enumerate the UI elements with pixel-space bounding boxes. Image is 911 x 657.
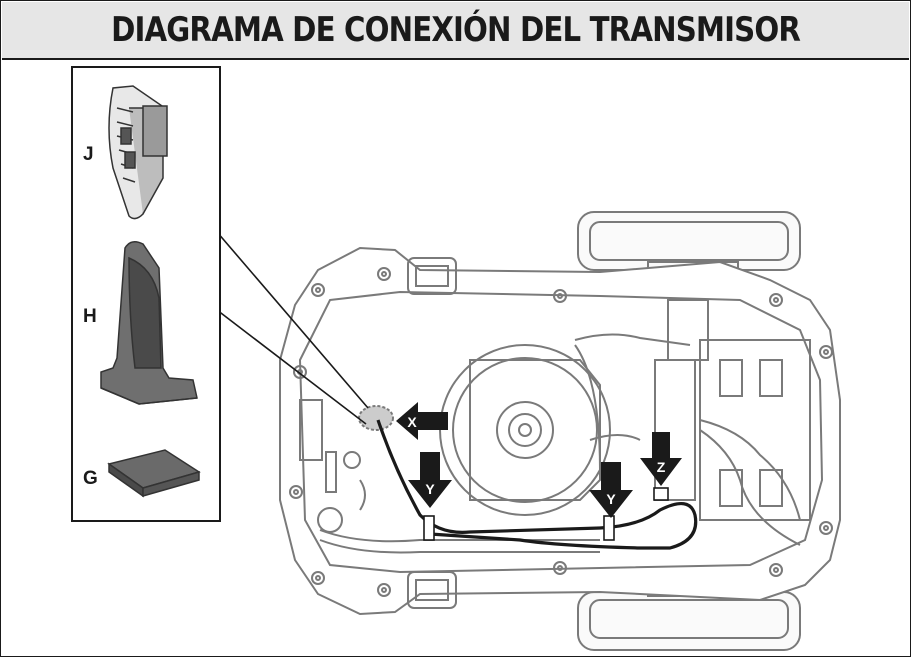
transmitter-cable [376,419,698,550]
leader-line-top [216,231,369,409]
part-h-bracket-icon [100,241,198,405]
title-bar: DIAGRAMA DE CONEXIÓN DEL TRANSMISOR [2,2,909,60]
transmitter-connection-point [358,405,394,431]
connector-socket [653,487,669,501]
arrow-y-right: Y [589,462,633,518]
cable-tie-2 [603,515,615,541]
part-label-h: H [83,306,97,327]
blade-motor-housing [439,344,611,516]
parts-inset: J H G [71,66,221,522]
arrow-x-label: X [407,414,417,430]
arrow-z-label: Z [657,459,666,475]
part-g-pad-icon [107,449,201,498]
part-label-j: J [83,144,94,165]
arrow-z: Z [640,432,682,486]
arrow-x: X [396,402,448,440]
arrow-y-right-label: Y [606,491,616,507]
cable-tie-1 [423,515,435,541]
part-j-transmitter-icon [108,85,168,220]
part-label-g: G [83,468,98,489]
parts-illustration [100,85,201,498]
leader-line-bottom [216,309,367,425]
arrow-y-left-label: Y [425,481,435,497]
diagram-title: DIAGRAMA DE CONEXIÓN DEL TRANSMISOR [111,10,801,50]
arrow-y-left: Y [408,452,452,508]
